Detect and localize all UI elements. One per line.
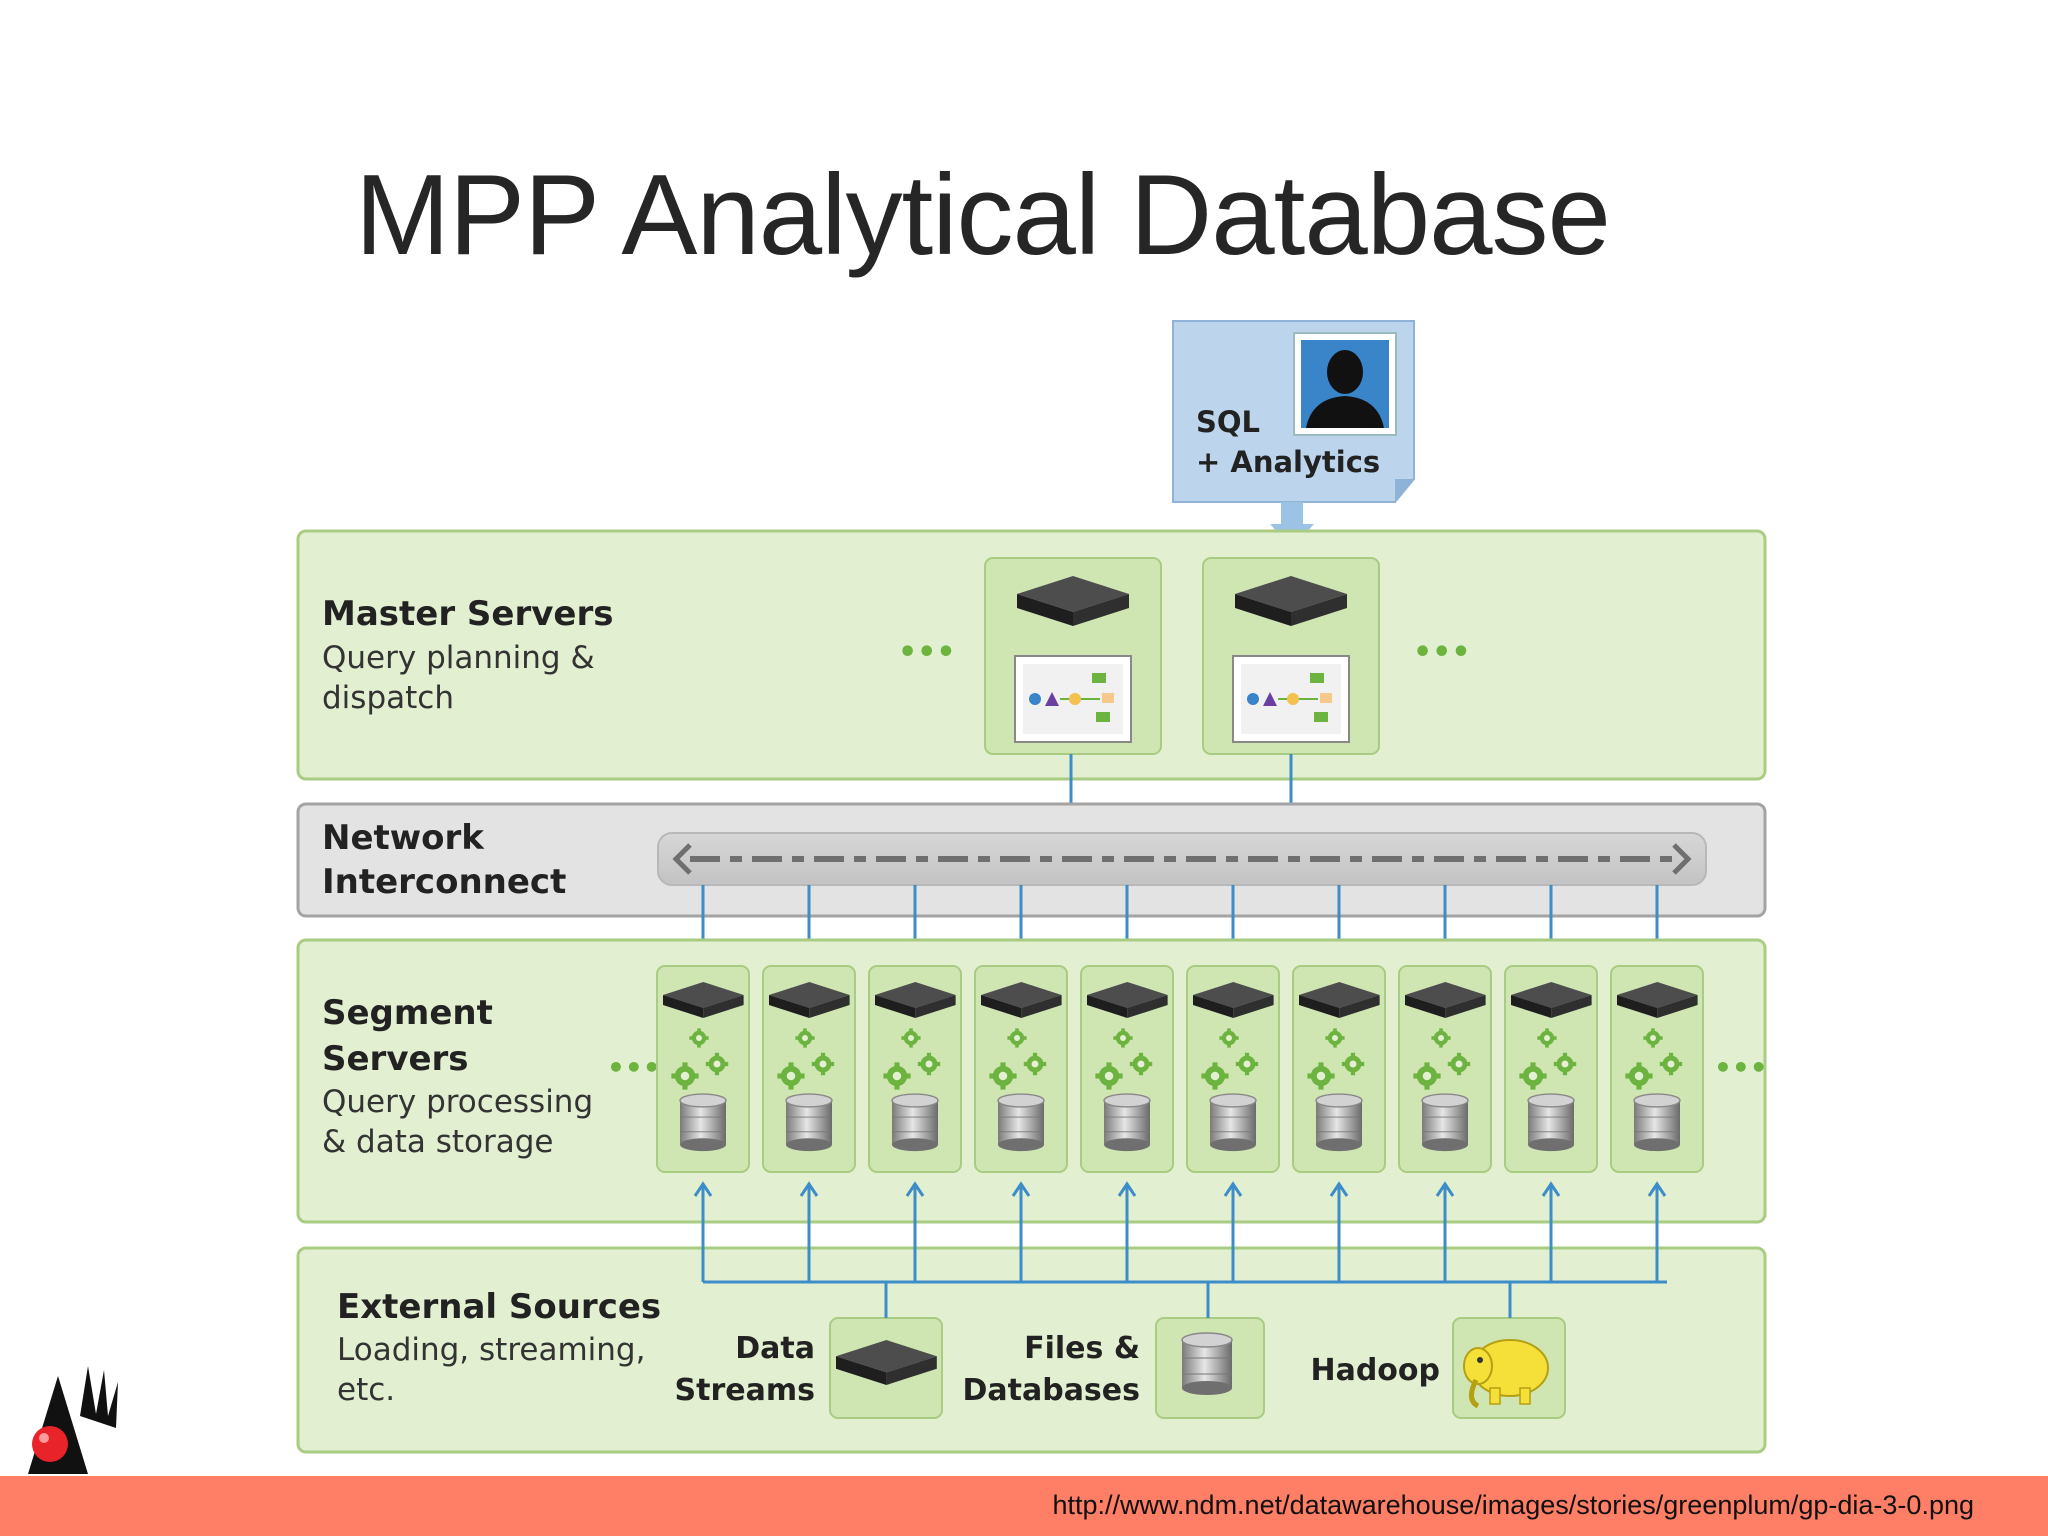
slide-title: MPP Analytical Database [355, 152, 1611, 279]
segment-server-node [974, 965, 1068, 1173]
segment-server-node [868, 965, 962, 1173]
segment-title-line2: Servers [322, 1039, 469, 1079]
master-server-node [984, 557, 1162, 755]
segment-title-line1: Segment [322, 993, 493, 1033]
source-files-databases: Files & Databases [962, 1317, 1265, 1419]
query-plan-icon [1014, 655, 1132, 743]
master-desc-line1: Query planning & [322, 640, 595, 676]
segment-desc-line1: Query processing [322, 1084, 593, 1120]
database-icon [1633, 1093, 1681, 1152]
footer-bar: http://www.ndm.net/datawarehouse/images/… [0, 1476, 2048, 1536]
segment-server-node [1292, 965, 1386, 1173]
up-arrow [1117, 1181, 1137, 1282]
client-label-analytics: + Analytics [1196, 445, 1380, 479]
source-label-line1: Files & [1024, 1331, 1140, 1366]
architecture-diagram: SQL + Analytics Master Servers Query pla… [296, 320, 1768, 1454]
source-hadoop: Hadoop [1310, 1317, 1566, 1419]
database-icon [1181, 1332, 1233, 1396]
master-ellipsis-left: ••• [898, 635, 956, 670]
network-bus [657, 832, 1707, 886]
external-desc-line1: Loading, streaming, [337, 1332, 645, 1368]
master-desc-line2: dispatch [322, 680, 454, 716]
segment-ellipsis-left: ••• [607, 1051, 661, 1084]
database-icon [1209, 1093, 1257, 1152]
master-server-node [1202, 557, 1380, 755]
master-title: Master Servers [322, 594, 613, 634]
external-title: External Sources [337, 1287, 661, 1327]
source-label-line2: Streams [675, 1373, 815, 1408]
up-arrow [1435, 1181, 1455, 1282]
external-segment-connectors [693, 1181, 1667, 1318]
segment-desc-line2: & data storage [322, 1124, 553, 1160]
database-icon [785, 1093, 833, 1152]
up-arrow [1011, 1181, 1031, 1282]
source-data-streams: Data Streams [675, 1317, 943, 1419]
database-icon [997, 1093, 1045, 1152]
segment-server-node [1610, 965, 1704, 1173]
master-servers-panel: Master Servers Query planning & dispatch… [296, 529, 1767, 781]
segment-server-node [1504, 965, 1598, 1173]
database-icon [1315, 1093, 1363, 1152]
duke-logo-icon [28, 1366, 118, 1474]
source-label-line1: Hadoop [1310, 1353, 1440, 1388]
external-sources-panel: External Sources Loading, streaming, etc… [296, 1246, 1767, 1454]
segment-server-node [1186, 965, 1280, 1173]
source-label-line1: Data [735, 1331, 815, 1366]
network-interconnect-panel: Network Interconnect [296, 802, 1767, 918]
segment-server-node [762, 965, 856, 1173]
up-arrow [1647, 1181, 1667, 1282]
network-title-line1: Network [322, 818, 485, 858]
database-icon [1103, 1093, 1151, 1152]
sql-client-card: SQL + Analytics [1172, 320, 1415, 503]
up-arrow [1329, 1181, 1349, 1282]
network-title-line2: Interconnect [322, 862, 566, 902]
database-icon [1421, 1093, 1469, 1152]
master-ellipsis-right: ••• [1413, 635, 1471, 670]
up-arrow [905, 1181, 925, 1282]
up-arrow [799, 1181, 819, 1282]
database-icon [891, 1093, 939, 1152]
hadoop-elephant-icon [1463, 1339, 1549, 1409]
source-url: http://www.ndm.net/datawarehouse/images/… [1052, 1490, 1974, 1520]
source-label-line2: Databases [962, 1373, 1140, 1408]
segment-server-node [1080, 965, 1174, 1173]
client-label-sql: SQL [1196, 405, 1260, 439]
up-arrow [1223, 1181, 1243, 1282]
segment-ellipsis-right: ••• [1714, 1051, 1768, 1084]
segment-server-node [656, 965, 750, 1173]
database-icon [1527, 1093, 1575, 1152]
query-plan-icon [1232, 655, 1350, 743]
external-desc-line2: etc. [337, 1372, 395, 1408]
user-avatar-icon [1293, 332, 1397, 436]
up-arrow [693, 1181, 713, 1282]
segment-server-node [1398, 965, 1492, 1173]
up-arrow [1541, 1181, 1561, 1282]
database-icon [679, 1093, 727, 1152]
segment-servers-panel: Segment Servers Query processing & data … [296, 938, 1768, 1224]
